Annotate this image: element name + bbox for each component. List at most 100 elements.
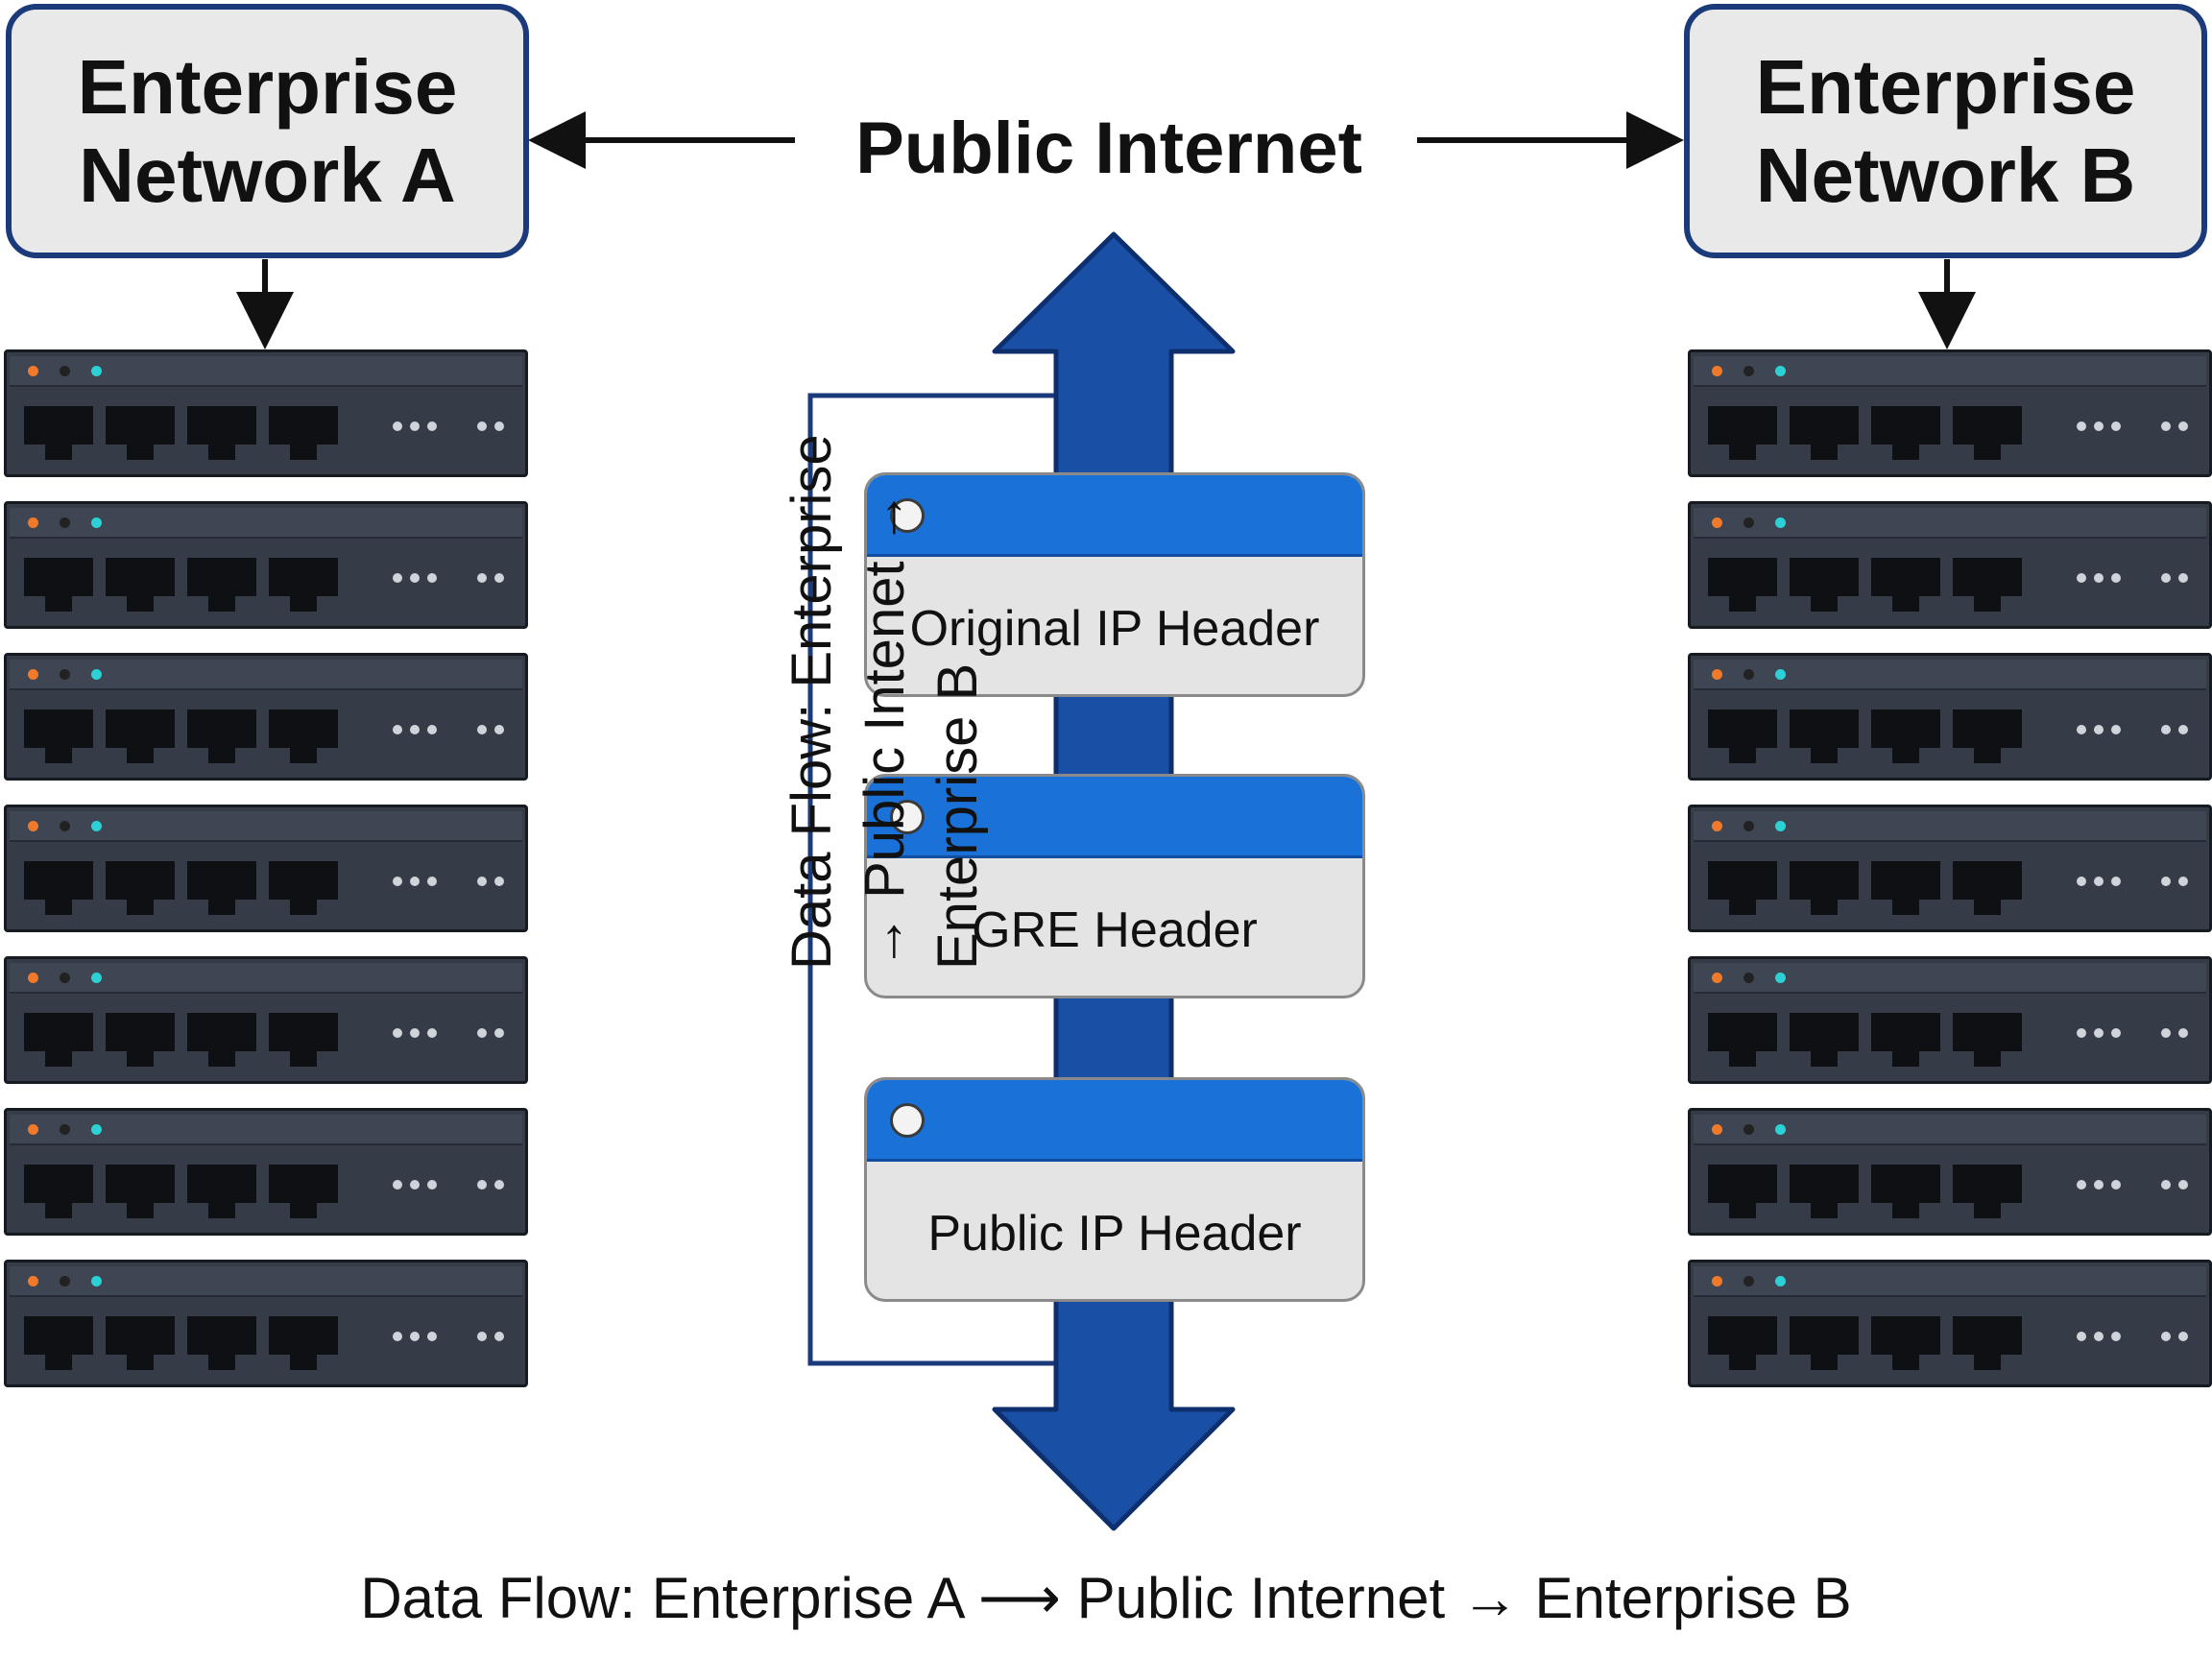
indicator-dot-icon bbox=[2161, 1332, 2171, 1341]
ethernet-port-icon bbox=[269, 1013, 338, 1067]
indicator-dot-icon bbox=[2077, 1332, 2086, 1341]
ethernet-port-icon bbox=[1871, 861, 1940, 915]
ethernet-port-icon bbox=[1790, 1165, 1859, 1218]
original-ip-header-card: Original IP Header bbox=[864, 472, 1365, 697]
ethernet-port-icon bbox=[106, 1165, 175, 1218]
indicator-dot-icon bbox=[2161, 421, 2171, 431]
indicator-dot-icon bbox=[494, 877, 504, 886]
status-led-icon bbox=[60, 366, 70, 376]
indicator-dot-icon bbox=[410, 573, 420, 583]
rack-unit bbox=[1688, 349, 2212, 477]
ethernet-port-icon bbox=[1953, 406, 2022, 460]
status-led-icon bbox=[1712, 1276, 1722, 1286]
indicator-dot-icon bbox=[2111, 877, 2121, 886]
indicator-dot-icon bbox=[393, 725, 402, 734]
status-led-icon bbox=[91, 1276, 102, 1286]
status-led-icon bbox=[60, 973, 70, 983]
indicator-dot-icon bbox=[393, 1332, 402, 1341]
ethernet-port-icon bbox=[1708, 1316, 1777, 1370]
indicator-dot-icon bbox=[2094, 1180, 2104, 1190]
indicator-dot-icon bbox=[393, 573, 402, 583]
indicator-dot-icon bbox=[477, 877, 487, 886]
ethernet-port-icon bbox=[187, 558, 256, 612]
status-led-icon bbox=[1743, 821, 1754, 831]
rack-unit bbox=[1688, 956, 2212, 1084]
indicator-dot-icon bbox=[2094, 573, 2104, 583]
indicator-dot-icon bbox=[2178, 421, 2188, 431]
status-led-icon bbox=[60, 517, 70, 528]
ethernet-port-icon bbox=[187, 406, 256, 460]
indicator-dot-icon bbox=[410, 421, 420, 431]
ethernet-port-icon bbox=[1708, 861, 1777, 915]
indicator-dot-icon bbox=[427, 1028, 437, 1038]
status-led-icon bbox=[60, 669, 70, 680]
indicator-dot-icon bbox=[2094, 725, 2104, 734]
status-led-icon bbox=[91, 517, 102, 528]
indicator-dot-icon bbox=[2161, 877, 2171, 886]
indicator-dot-icon bbox=[2178, 877, 2188, 886]
header-card-knob-icon bbox=[890, 498, 925, 533]
status-led-icon bbox=[1712, 821, 1722, 831]
indicator-dot-icon bbox=[427, 1332, 437, 1341]
indicator-dot-icon bbox=[2077, 421, 2086, 431]
ethernet-port-icon bbox=[187, 1165, 256, 1218]
ethernet-port-icon bbox=[1953, 709, 2022, 763]
indicator-dot-icon bbox=[2161, 1180, 2171, 1190]
ethernet-port-icon bbox=[1871, 1316, 1940, 1370]
status-led-icon bbox=[1712, 1124, 1722, 1135]
indicator-dot-icon bbox=[2111, 1180, 2121, 1190]
indicator-dot-icon bbox=[427, 421, 437, 431]
rack-unit bbox=[4, 501, 528, 629]
ethernet-port-icon bbox=[1953, 558, 2022, 612]
header-card-knob-icon bbox=[890, 1103, 925, 1138]
ethernet-port-icon bbox=[1871, 1165, 1940, 1218]
indicator-dot-icon bbox=[410, 1028, 420, 1038]
status-led-icon bbox=[1743, 1276, 1754, 1286]
status-led-icon bbox=[91, 973, 102, 983]
indicator-dot-icon bbox=[2178, 1332, 2188, 1341]
rack-unit bbox=[1688, 805, 2212, 932]
ethernet-port-icon bbox=[106, 558, 175, 612]
status-led-icon bbox=[1743, 669, 1754, 680]
header-card-knob-icon bbox=[890, 800, 925, 834]
indicator-dot-icon bbox=[477, 725, 487, 734]
status-led-icon bbox=[1712, 973, 1722, 983]
flow-bracket bbox=[807, 393, 1056, 1366]
status-led-icon bbox=[28, 669, 38, 680]
gre-header-label: GRE Header bbox=[972, 902, 1258, 958]
indicator-dot-icon bbox=[393, 1180, 402, 1190]
status-led-icon bbox=[1775, 669, 1786, 680]
indicator-dot-icon bbox=[494, 1180, 504, 1190]
ethernet-port-icon bbox=[106, 1013, 175, 1067]
indicator-dot-icon bbox=[2077, 573, 2086, 583]
indicator-dot-icon bbox=[2178, 1180, 2188, 1190]
status-led-icon bbox=[28, 821, 38, 831]
public-ip-header-label: Public IP Header bbox=[927, 1205, 1302, 1262]
ethernet-port-icon bbox=[1708, 406, 1777, 460]
status-led-icon bbox=[28, 366, 38, 376]
ethernet-port-icon bbox=[269, 1316, 338, 1370]
status-led-icon bbox=[28, 1124, 38, 1135]
ethernet-port-icon bbox=[1708, 1165, 1777, 1218]
ethernet-port-icon bbox=[24, 406, 93, 460]
header-card-bar bbox=[867, 1080, 1362, 1162]
indicator-dot-icon bbox=[477, 421, 487, 431]
status-led-icon bbox=[1712, 517, 1722, 528]
ethernet-port-icon bbox=[1790, 1013, 1859, 1067]
ethernet-port-icon bbox=[106, 406, 175, 460]
indicator-dot-icon bbox=[494, 725, 504, 734]
status-led-icon bbox=[91, 1124, 102, 1135]
indicator-dot-icon bbox=[494, 421, 504, 431]
status-led-icon bbox=[28, 973, 38, 983]
indicator-dot-icon bbox=[494, 1332, 504, 1341]
rack-unit bbox=[4, 956, 528, 1084]
indicator-dot-icon bbox=[410, 1332, 420, 1341]
network-b-line1: Enterprise bbox=[1755, 43, 2136, 130]
status-led-icon bbox=[1775, 1124, 1786, 1135]
status-led-icon bbox=[91, 366, 102, 376]
indicator-dot-icon bbox=[2111, 725, 2121, 734]
ethernet-port-icon bbox=[1953, 1165, 2022, 1218]
status-led-icon bbox=[91, 669, 102, 680]
indicator-dot-icon bbox=[2161, 1028, 2171, 1038]
header-card-bar bbox=[867, 475, 1362, 557]
